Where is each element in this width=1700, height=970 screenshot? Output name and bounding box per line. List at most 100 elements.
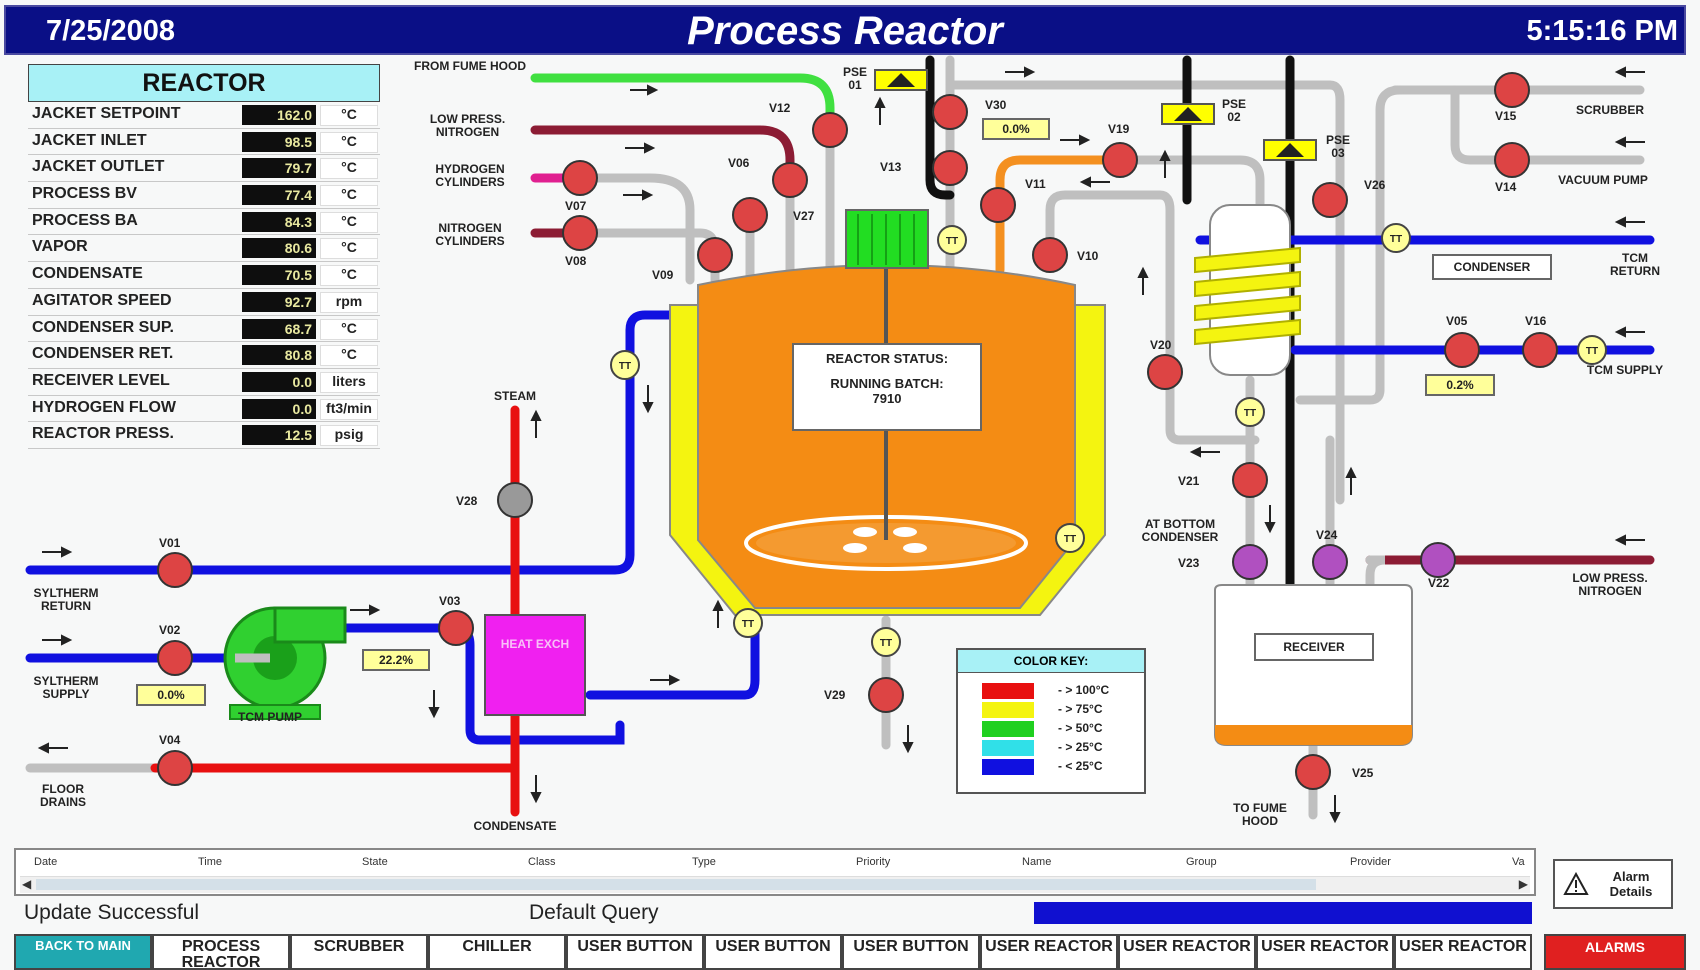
column-header[interactable]: Time [198,856,223,868]
table-row: PROCESS BV 77.4°C [28,182,380,209]
valve-label: V14 [1495,180,1517,194]
nav-user-button-1[interactable]: USER BUTTON [566,934,704,970]
column-header[interactable]: Type [692,856,716,868]
label-hydrogen-cylinders: HYDROGEN CYLINDERS [435,162,505,189]
row-unit: °C [320,185,378,207]
row-unit: rpm [320,291,378,313]
nav-user-button-2[interactable]: USER BUTTON [704,934,842,970]
nav-user-reactor-1[interactable]: USER REACTOR [980,934,1118,970]
nav-process-reactor[interactable]: PROCESS REACTOR [152,934,290,970]
valve-label: V25 [1352,766,1374,780]
label-from-fume-hood: FROM FUME HOOD [414,59,526,73]
nav-alarms[interactable]: ALARMS [1544,934,1686,970]
svg-text:TT: TT [1244,408,1256,419]
valve-label: V26 [1364,178,1386,192]
valve-label: V16 [1525,314,1547,328]
label-at-bottom-condenser: AT BOTTOM CONDENSER [1141,517,1219,544]
valve-label: V21 [1178,474,1200,488]
row-label: PROCESS BA [32,211,138,229]
column-header[interactable]: Name [1022,856,1052,868]
label-pse03: PSE 03 [1325,133,1350,160]
page-title: Process Reactor [687,9,1003,53]
color-key-row: - > 100°C [958,681,1144,700]
row-value: 77.4 [242,185,316,206]
valve-label: V08 [565,254,587,268]
valve-label: V11 [1025,177,1046,191]
valve-label: V29 [824,688,846,702]
alarm-query-grid[interactable]: Date Time State Class Type Priority Name… [14,848,1536,896]
row-label: REACTOR PRESS. [32,425,174,443]
label-pse02: PSE 02 [1221,97,1246,124]
horizontal-scrollbar[interactable]: ◀ ▶ [20,876,1530,893]
valve-label: V15 [1495,109,1517,123]
arrow-left-icon[interactable]: ◀ [22,877,32,891]
column-header[interactable]: Date [34,856,58,868]
row-unit: °C [320,131,378,153]
nav-user-button-3[interactable]: USER BUTTON [842,934,980,970]
nav-scrubber[interactable]: SCRUBBER [290,934,428,970]
column-header[interactable]: Va [1512,856,1525,868]
label-condensate: CONDENSATE [473,819,557,833]
color-key: COLOR KEY: - > 100°C - > 75°C - > 50°C -… [956,648,1146,794]
row-label: PROCESS BV [32,185,137,203]
heat-exchanger [484,614,586,716]
reactor-status-title: REACTOR STATUS: [825,351,949,366]
color-swatch [982,740,1034,756]
row-label: JACKET INLET [32,131,147,149]
reactor-status-panel: REACTOR STATUS: RUNNING BATCH: 7910 [792,343,982,431]
row-label: CONDENSER SUP. [32,318,174,336]
row-unit: °C [320,105,378,126]
arrow-right-icon[interactable]: ▶ [1518,877,1528,891]
column-header[interactable]: Provider [1350,856,1391,868]
label-tcm-return: TCM RETURN [1610,251,1660,278]
alarm-details-button[interactable]: Alarm Details [1553,859,1673,909]
row-label: HYDROGEN FLOW [32,398,176,416]
pump-percent: 22.2% [362,649,430,671]
row-value: 84.3 [242,211,316,232]
valve-label: V23 [1178,556,1200,570]
nav-user-reactor-3[interactable]: USER REACTOR [1256,934,1394,970]
valve-label: V27 [793,209,815,223]
header-date: 7/25/2008 [46,15,176,47]
color-key-row: - > 50°C [958,719,1144,738]
scrollbar-thumb[interactable] [36,879,1316,890]
svg-text:TT: TT [619,361,631,372]
color-swatch [982,759,1034,775]
label-low-press-nitrogen-right: LOW PRESS. NITROGEN [1572,571,1648,598]
valve-label: V05 [1446,314,1468,328]
condenser-coil [1194,204,1301,376]
column-header[interactable]: State [362,856,388,868]
color-key-row: - > 25°C [958,738,1144,757]
label-low-press-nitrogen: LOW PRESS. NITROGEN [429,112,506,139]
color-key-text: - > 100°C [1058,683,1110,697]
row-value: 0.0 [242,398,316,419]
column-header[interactable]: Class [528,856,556,868]
nav-user-reactor-2[interactable]: USER REACTOR [1118,934,1256,970]
valve-label: V13 [880,160,902,174]
nav-user-reactor-4[interactable]: USER REACTOR [1394,934,1532,970]
column-header[interactable]: Priority [856,856,891,868]
row-value: 0.0 [242,371,316,392]
valve-label: V02 [159,623,181,637]
valve-label: V01 [159,536,181,550]
tcm-pump [223,606,347,720]
svg-text:TT: TT [742,619,754,630]
column-header[interactable]: Group [1186,856,1217,868]
nav-chiller[interactable]: CHILLER [428,934,566,970]
table-row: CONDENSER RET.80.8°C [28,342,380,369]
title-bar: 7/25/2008 Process Reactor 5:15:16 PM [4,5,1686,55]
reactor-table-title: REACTOR [28,64,380,102]
color-key-row: - < 25°C [958,757,1144,776]
color-key-row: - > 75°C [958,700,1144,719]
valve-label: V22 [1428,576,1450,590]
row-value: 68.7 [242,318,316,339]
nav-back-to-main[interactable]: BACK TO MAIN [14,934,152,970]
valve-label: V28 [456,494,478,508]
